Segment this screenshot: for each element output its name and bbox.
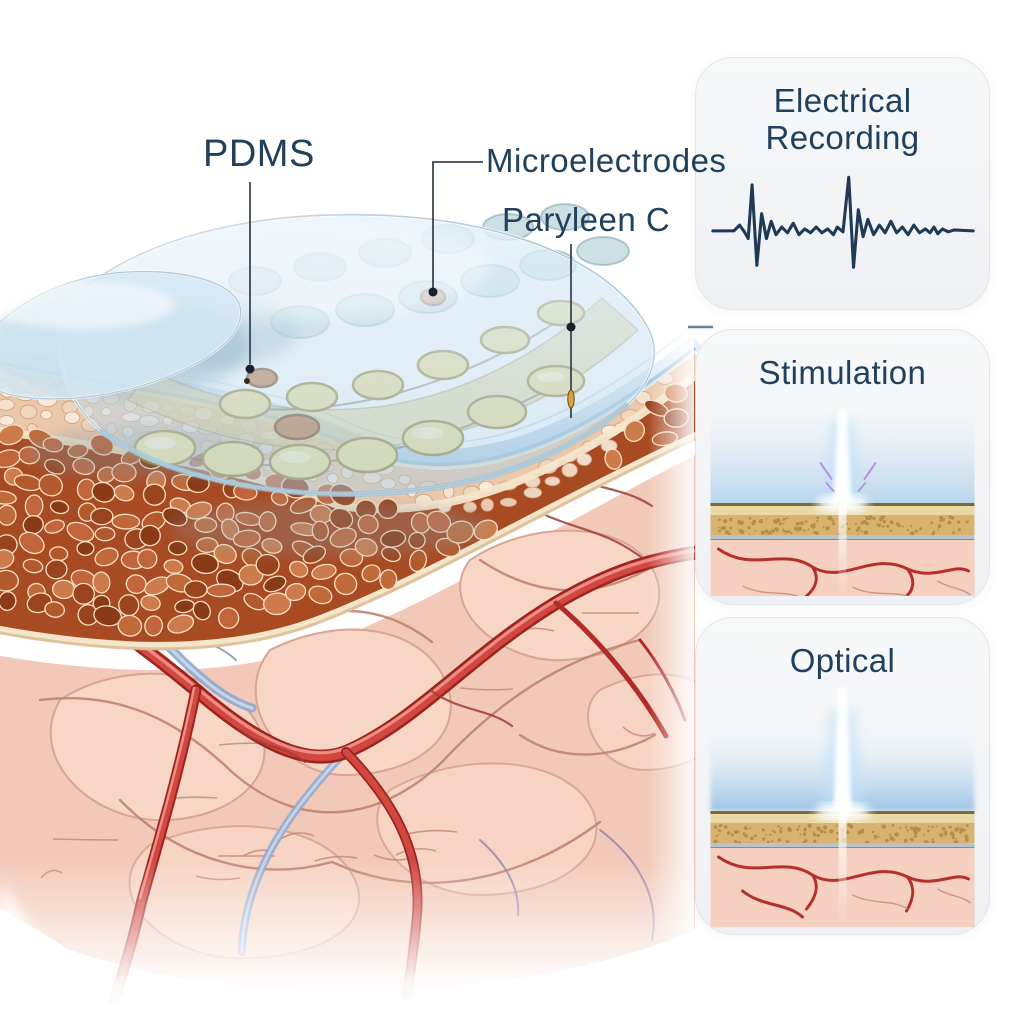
pdms-flap xyxy=(0,270,242,401)
light-beam xyxy=(814,687,871,928)
panel-stimulation: Stimulation xyxy=(695,329,990,605)
right-fade xyxy=(648,330,694,970)
bottom-fade xyxy=(0,860,700,1024)
polyimide-strip xyxy=(126,296,640,451)
sheet-highlight xyxy=(110,216,490,320)
pdms-leader-line xyxy=(244,182,255,384)
panel-title-optical: Optical xyxy=(789,642,896,679)
pdms-device xyxy=(0,203,656,498)
light-beam xyxy=(816,409,877,597)
mini-vessels xyxy=(717,547,970,597)
bronze-pads xyxy=(245,287,447,441)
blood-vessels xyxy=(0,468,707,1006)
label-pdms: PDMS xyxy=(203,133,315,175)
optical-light-beam-icon xyxy=(710,687,975,928)
pdms-sheet xyxy=(56,213,656,496)
spark-lines xyxy=(819,462,877,493)
panel-title-stimulation: Stimulation xyxy=(758,354,927,391)
side-panels: Electrical Recording Stimulation xyxy=(695,0,990,1024)
microelectrodes-leader-line xyxy=(428,161,483,297)
mini-vessels xyxy=(717,855,970,919)
label-microelectrodes: Microelectrodes xyxy=(486,142,727,179)
panel-optical: Optical xyxy=(695,617,990,935)
interconnect-wires xyxy=(139,313,569,467)
brain-tissue xyxy=(0,455,725,992)
microelectrode-pads xyxy=(133,287,586,481)
parylene-leader-line xyxy=(566,244,576,418)
parylene-membrane-layer xyxy=(0,327,703,467)
panel-title-electrical-recording: Electrical Recording xyxy=(765,82,920,157)
skull-bone-layer xyxy=(0,348,700,651)
spike-waveform-icon xyxy=(710,175,975,269)
panel-electrical-recording: Electrical Recording xyxy=(695,57,990,310)
device-shadow xyxy=(0,293,250,397)
stimulation-light-beam-icon xyxy=(710,409,975,597)
label-parylene-c: Paryleen C xyxy=(502,201,671,238)
